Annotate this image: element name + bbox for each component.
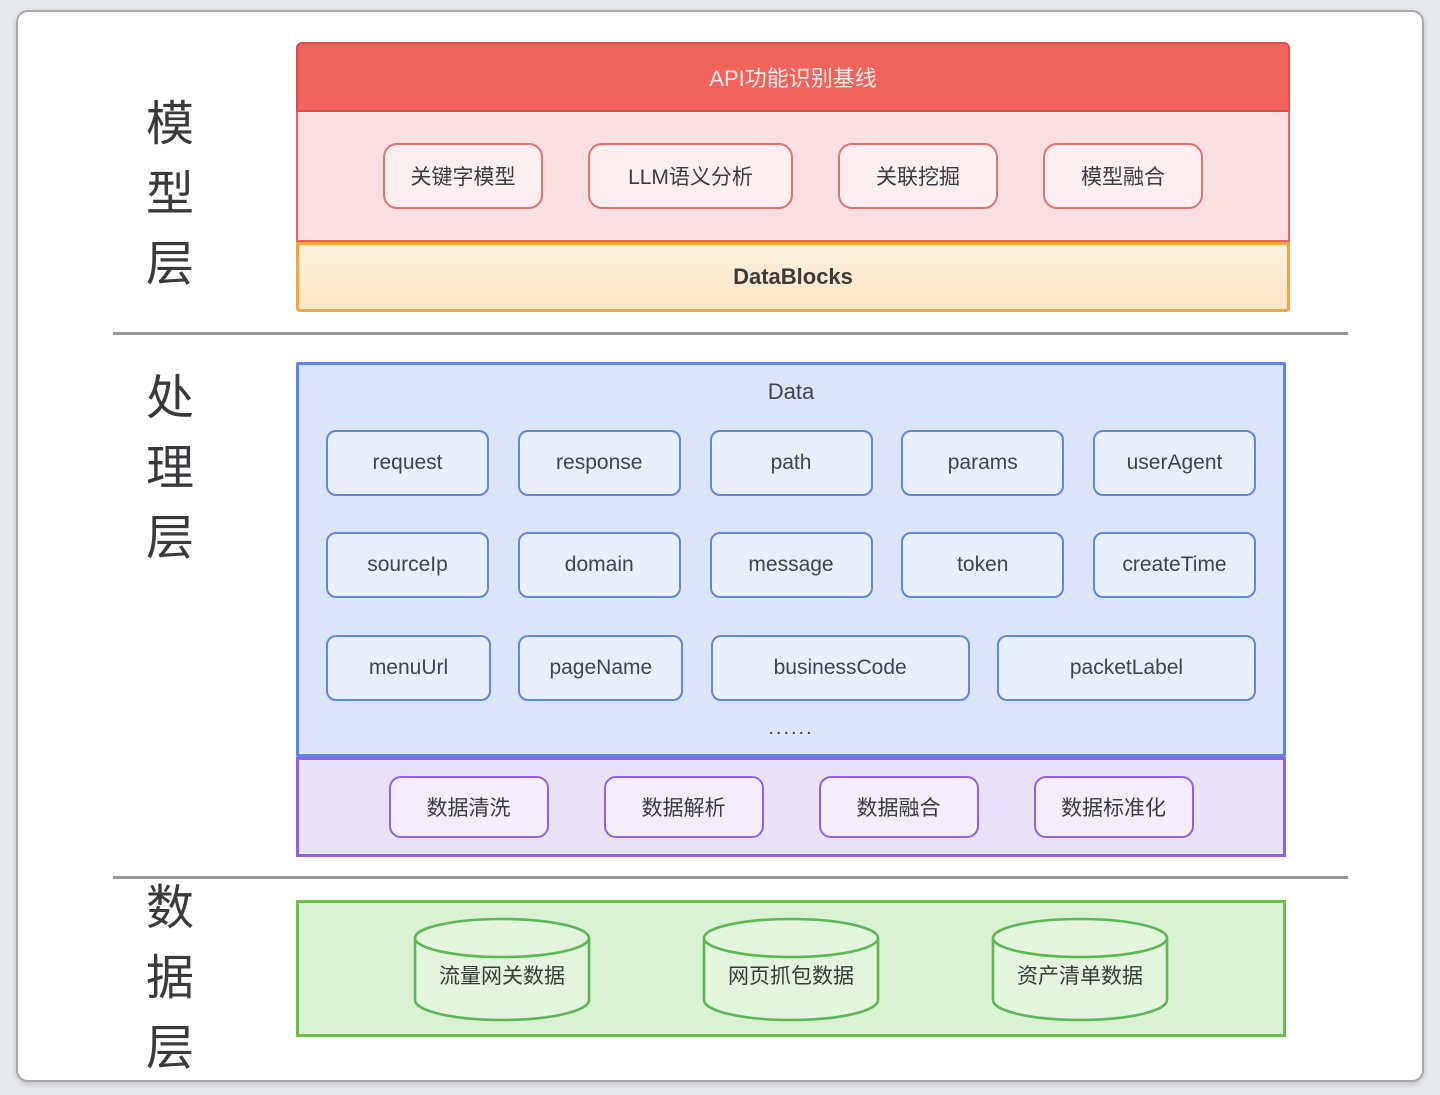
data-layer-char: 据: [145, 952, 194, 1005]
field-path: path: [709, 430, 873, 496]
field-params: params: [901, 430, 1065, 496]
processing-layer-label: 处 理 层: [140, 364, 200, 574]
field-domain: domain: [517, 532, 681, 598]
field-packetlabel: packetLabel: [996, 635, 1256, 701]
data-layer-char: 层: [145, 1022, 194, 1075]
field-createtime: createTime: [1093, 532, 1256, 598]
datablocks-label: DataBlocks: [733, 264, 853, 289]
field-response: response: [517, 430, 681, 496]
database-icon: [991, 917, 1169, 1021]
model-layer-char: 模: [145, 98, 194, 151]
database-cylinder-gateway: 流量网关数据: [410, 914, 594, 1024]
field-request: request: [326, 430, 489, 496]
field-token: token: [901, 532, 1065, 598]
data-sources-band: 流量网关数据 网页抓包数据 资产清单数据: [296, 900, 1286, 1037]
data-layer-char: 数: [145, 882, 194, 935]
processing-layer-char: 层: [145, 512, 194, 565]
field-businesscode: businessCode: [710, 635, 970, 701]
database-icon: [413, 917, 591, 1021]
data-fields-box: Data request response path params userAg…: [296, 362, 1286, 757]
cylinder-label-webcapture: 网页抓包数据: [728, 965, 854, 989]
cylinder-label-assets: 资产清单数据: [1017, 965, 1143, 989]
database-cylinder-assets: 资产清单数据: [988, 914, 1172, 1024]
database-cylinder-webcapture: 网页抓包数据: [699, 914, 883, 1024]
model-box-model-fusion: 模型融合: [1043, 143, 1203, 209]
field-row: request response path params userAgent: [326, 430, 1256, 496]
field-row: menuUrl pageName businessCode packetLabe…: [326, 635, 1256, 701]
process-box-fusion: 数据融合: [818, 776, 979, 838]
process-box-parsing: 数据解析: [603, 776, 764, 838]
more-fields-ellipsis: ......: [768, 717, 814, 739]
model-components-band: 关键字模型 LLM语义分析 关联挖掘 模型融合: [296, 112, 1290, 242]
field-row: sourceIp domain message token createTime: [326, 532, 1256, 598]
model-layer-char: 型: [145, 168, 194, 221]
layer-divider: [113, 332, 1348, 335]
field-message: message: [709, 532, 873, 598]
model-box-keyword: 关键字模型: [383, 143, 543, 209]
data-processing-band: 数据清洗 数据解析 数据融合 数据标准化: [296, 757, 1286, 857]
layer-divider: [113, 876, 1348, 879]
field-sourceip: sourceIp: [326, 532, 489, 598]
processing-layer-char: 理: [145, 442, 194, 495]
model-box-llm-semantic: LLM语义分析: [588, 143, 793, 209]
data-layer-label: 数 据 层: [140, 874, 200, 1084]
field-pagename: pageName: [518, 635, 684, 701]
data-box-title: Data: [767, 379, 815, 404]
processing-layer-char: 处: [145, 372, 194, 425]
datablocks-band: DataBlocks: [296, 242, 1290, 312]
diagram-canvas: 模 型 层 处 理 层 数 据 层 API功能识别基线 关键字模型 LLM语义分…: [16, 10, 1424, 1082]
process-box-cleaning: 数据清洗: [388, 776, 549, 838]
model-layer-label: 模 型 层: [140, 90, 200, 300]
cylinder-label-gateway: 流量网关数据: [439, 965, 565, 989]
database-icon: [702, 917, 880, 1021]
api-baseline-title: API功能识别基线: [709, 66, 877, 91]
field-useragent: userAgent: [1093, 430, 1256, 496]
process-box-standardization: 数据标准化: [1033, 776, 1194, 838]
field-menuurl: menuUrl: [326, 635, 491, 701]
api-baseline-header: API功能识别基线: [296, 42, 1290, 112]
model-box-association-mining: 关联挖掘: [838, 143, 998, 209]
model-layer-char: 层: [145, 238, 194, 291]
